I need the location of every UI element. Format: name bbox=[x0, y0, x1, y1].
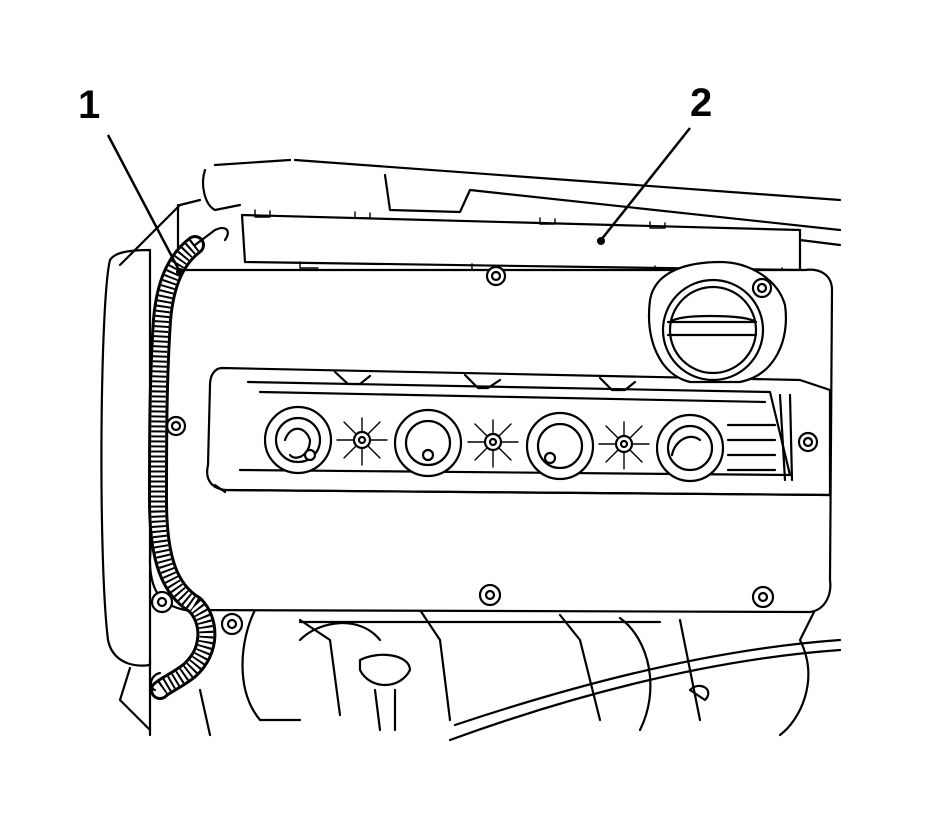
callout-1-label: 1 bbox=[78, 83, 100, 127]
leader-dot-1 bbox=[176, 268, 184, 276]
bolt bbox=[220, 612, 244, 636]
cover-bolts bbox=[150, 265, 819, 636]
coil-well-4 bbox=[655, 413, 725, 483]
coil-well-1 bbox=[263, 405, 333, 475]
bolt bbox=[485, 265, 507, 287]
bolt bbox=[478, 583, 502, 607]
bolt bbox=[165, 415, 187, 437]
coil-wells bbox=[263, 405, 725, 483]
bolt bbox=[797, 431, 819, 453]
leader-lines bbox=[106, 127, 691, 276]
engine-block-background bbox=[100, 158, 842, 737]
wiring-harness bbox=[148, 226, 229, 700]
hold-down-bolt-patterns bbox=[336, 417, 650, 470]
intake-manifold bbox=[198, 598, 842, 742]
bolt bbox=[150, 590, 174, 614]
leader-line-2 bbox=[600, 127, 691, 241]
oil-filler-cap bbox=[648, 260, 787, 384]
bolt bbox=[751, 277, 773, 299]
leader-dot-2 bbox=[597, 237, 605, 245]
coil-well-3 bbox=[525, 411, 595, 481]
callout-2-label: 2 bbox=[690, 81, 712, 125]
leader-line-1 bbox=[106, 134, 182, 273]
coil-well-2 bbox=[393, 408, 463, 478]
bolt bbox=[751, 585, 775, 609]
